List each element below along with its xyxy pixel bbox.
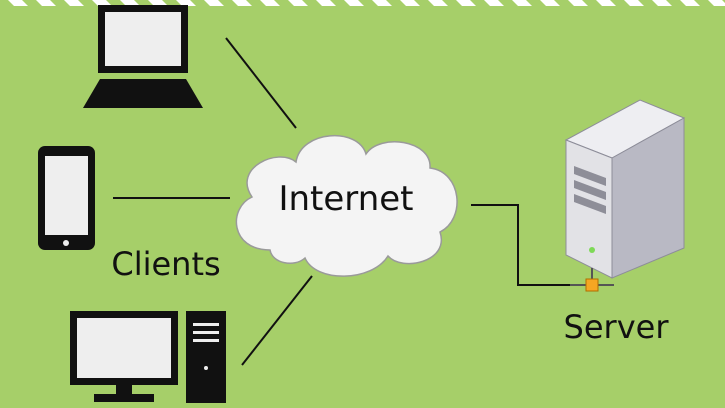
stripe-segment <box>372 0 392 6</box>
top-stripe-border <box>8 0 725 6</box>
cloud-label: Internet <box>278 179 413 219</box>
desktop-computer-icon <box>70 311 226 403</box>
stripe-segment <box>428 0 448 6</box>
stripe-segment <box>400 0 420 6</box>
laptop-connector <box>225 37 297 129</box>
stripe-segment <box>624 0 644 6</box>
stripe-segment <box>260 0 280 6</box>
server-label: Server <box>564 308 670 346</box>
desktop-connector <box>241 275 313 366</box>
smartphone-icon <box>38 146 95 250</box>
stripe-segment <box>540 0 560 6</box>
stripe-segment <box>316 0 336 6</box>
stripe-segment <box>288 0 308 6</box>
clients-label: Clients <box>111 245 220 283</box>
stripe-segment <box>36 0 56 6</box>
server-connector <box>471 204 586 286</box>
stripe-segment <box>204 0 224 6</box>
stripe-segment <box>596 0 616 6</box>
stripe-segment <box>456 0 476 6</box>
stripe-segment <box>148 0 168 6</box>
stripe-segment <box>512 0 532 6</box>
stripe-segment <box>8 0 28 6</box>
stripe-segment <box>344 0 364 6</box>
stripe-segment <box>680 0 700 6</box>
stripe-segment <box>92 0 112 6</box>
cloud-icon <box>235 134 458 277</box>
stripe-segment <box>120 0 140 6</box>
stripe-segment <box>176 0 196 6</box>
connector-lines <box>113 37 586 366</box>
server-tower-icon <box>564 99 686 279</box>
network-port-icon <box>570 268 614 292</box>
stripe-segment <box>64 0 84 6</box>
stripe-segment <box>708 0 725 6</box>
stripe-segment <box>484 0 504 6</box>
stripe-segment <box>232 0 252 6</box>
stripe-segment <box>568 0 588 6</box>
laptop-icon <box>83 5 203 108</box>
stripe-segment <box>652 0 672 6</box>
